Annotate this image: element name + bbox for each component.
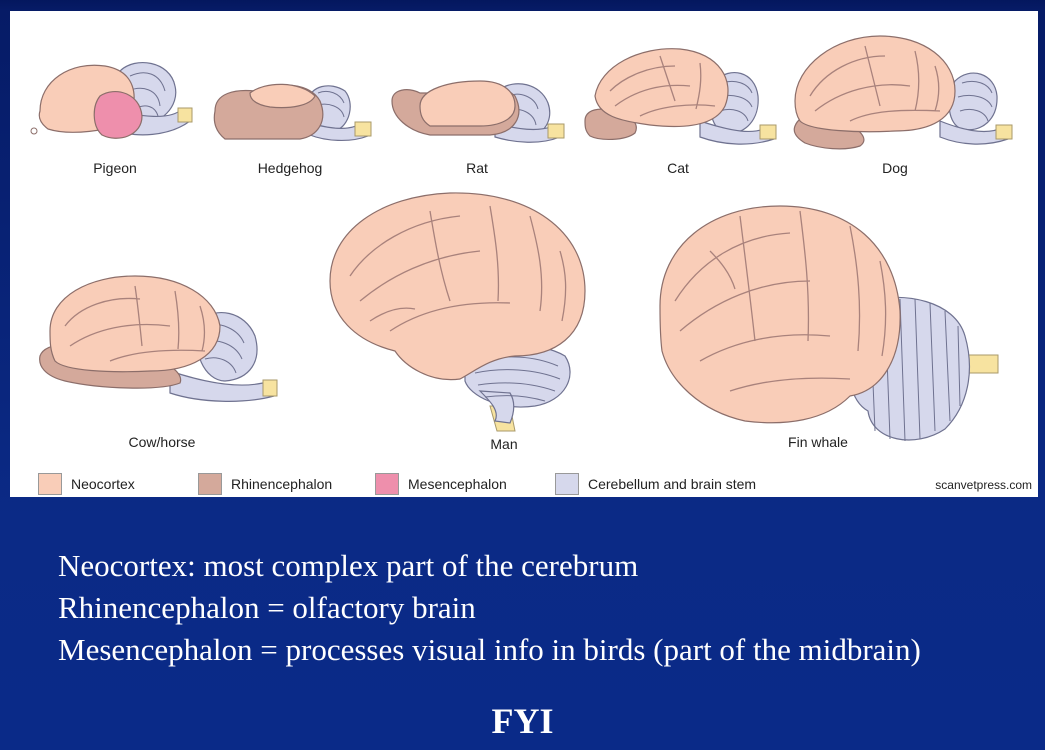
brain-label-cat: Cat	[667, 160, 689, 176]
legend-label-mesencephalon: Mesencephalon	[408, 476, 507, 492]
brain-label-rat: Rat	[466, 160, 488, 176]
note-mesencephalon: Mesencephalon = processes visual info in…	[58, 632, 921, 667]
brain-illustrations: .neo { fill:#f9cdb8; stroke:#8c6e6a; str…	[30, 35, 1013, 442]
dog-brain	[793, 35, 1013, 150]
brain-comparison-figure: .neo { fill:#f9cdb8; stroke:#8c6e6a; str…	[10, 11, 1038, 497]
legend-cerebellum-brain-stem: Cerebellum and brain stem	[555, 471, 756, 497]
legend-label-neocortex: Neocortex	[71, 476, 135, 492]
hedgehog-brain	[213, 83, 372, 141]
pigeon-brain	[30, 62, 193, 139]
legend-swatch-mesencephalon	[375, 473, 399, 495]
cow-horse-brain	[39, 275, 278, 402]
source-credit: scanvetpress.com	[935, 478, 1032, 492]
note-neocortex: Neocortex: most complex part of the cere…	[58, 548, 639, 583]
legend-mesencephalon: Mesencephalon	[375, 471, 507, 497]
note-rhinencephalon: Rhinencephalon = olfactory brain	[58, 590, 476, 625]
man-brain	[329, 192, 586, 432]
legend-label-rhinencephalon: Rhinencephalon	[231, 476, 333, 492]
cat-brain	[584, 48, 777, 145]
legend-swatch-cerebellum-brain-stem	[555, 473, 579, 495]
rat-brain	[391, 80, 565, 143]
legend-neocortex: Neocortex	[38, 471, 135, 497]
brain-label-cow-horse: Cow/horse	[128, 434, 196, 450]
notes-text-block: Neocortex: most complex part of the cere…	[58, 545, 921, 671]
fyi-footer: FYI	[491, 701, 554, 741]
legend-label-cerebellum-brain-stem: Cerebellum and brain stem	[588, 476, 757, 492]
legend-swatch-neocortex	[38, 473, 62, 495]
legend-rhinencephalon: Rhinencephalon	[198, 471, 332, 497]
brain-label-man: Man	[490, 436, 518, 452]
brain-label-fin-whale: Fin whale	[788, 434, 848, 450]
brain-label-pigeon: Pigeon	[93, 160, 137, 176]
brain-label-hedgehog: Hedgehog	[257, 160, 323, 176]
brain-label-dog: Dog	[882, 160, 908, 176]
fin-whale-brain	[659, 205, 999, 442]
legend-swatch-rhinencephalon	[198, 473, 222, 495]
